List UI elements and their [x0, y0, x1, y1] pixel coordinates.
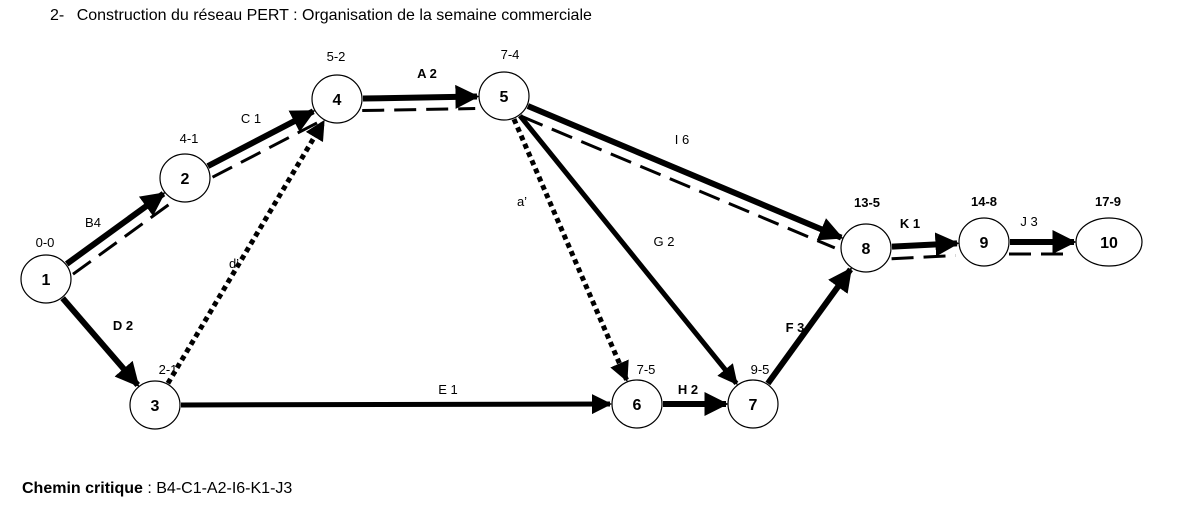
nodes-layer: 1 2 3 4 5 6 7 8 9 10 — [20, 71, 1143, 430]
edge-2-4 — [206, 108, 316, 169]
node-number: 2 — [181, 171, 190, 188]
edge-5-8 — [526, 103, 844, 241]
node-9: 9 — [958, 217, 1010, 267]
node-dates-3: 2-1 — [159, 362, 178, 377]
node-number: 8 — [862, 241, 871, 258]
title-text: Construction du réseau PERT : Organisati… — [76, 7, 592, 24]
node-circle — [1075, 217, 1143, 267]
node-1: 1 — [20, 254, 72, 304]
critical-path-segment-4-5 — [362, 107, 476, 113]
diagram-title: 2- Construction du réseau PERT : Organis… — [50, 7, 592, 25]
node-circle — [159, 153, 211, 203]
node-dates-2: 4-1 — [180, 131, 199, 146]
edges-layer — [60, 84, 1077, 416]
edge-label-3-6: E 1 — [438, 382, 458, 397]
edge-3-6 — [180, 394, 613, 415]
edge-4-5 — [362, 84, 480, 109]
node-2: 2 — [159, 153, 211, 203]
edge-label-1-3: D 2 — [113, 318, 133, 333]
node-dates-1: 0-0 — [36, 235, 55, 250]
node-number: 5 — [500, 89, 509, 106]
critical-path-segment-5-8 — [521, 115, 836, 250]
edge-1-2 — [64, 191, 166, 267]
edge-label-5-6: a’ — [517, 194, 527, 209]
edge-5-6 — [511, 118, 629, 382]
edge-label-3-4: d’ — [229, 256, 239, 271]
edge-label-9-10: J 3 — [1020, 214, 1037, 229]
edge-label-6-7: H 2 — [678, 382, 698, 397]
node-circle — [311, 74, 363, 124]
node-7: 7 — [727, 379, 779, 429]
critical-path-value: B4-C1-A2-I6-K1-J3 — [156, 480, 293, 497]
edge-1-3 — [60, 296, 140, 387]
node-4: 4 — [311, 74, 363, 124]
node-circle — [20, 254, 72, 304]
node-number: 3 — [151, 398, 160, 415]
node-6: 6 — [611, 379, 663, 429]
node-dates-4: 5-2 — [327, 49, 346, 64]
edge-label-2-4: C 1 — [241, 111, 261, 126]
node-circle — [958, 217, 1010, 267]
node-number: 10 — [1100, 235, 1118, 252]
node-dates-7: 9-5 — [751, 362, 770, 377]
node-number: 4 — [333, 92, 342, 109]
node-number: 9 — [980, 235, 989, 252]
critical-path-segment-1-2 — [72, 203, 170, 276]
section-number: 2- — [50, 7, 65, 24]
critical-path-segment-2-4 — [211, 121, 318, 179]
edge-label-5-7: G 2 — [654, 234, 675, 249]
node-8: 8 — [840, 223, 892, 273]
node-number: 1 — [42, 272, 51, 289]
edge-label-4-5: A 2 — [417, 66, 437, 81]
node-circle — [840, 223, 892, 273]
node-number: 6 — [633, 397, 642, 414]
edge-label-7-8: F 3 — [786, 320, 805, 335]
labels-layer: B4 D 2 C 1 d’ E 1 A 2 a’ G 2 I 6 H 2 F 3 K 1 J 3 0-0 4… — [36, 47, 1121, 397]
node-number: 7 — [749, 397, 758, 414]
critical-path-label: Chemin critique — [22, 480, 143, 497]
edge-label-5-8: I 6 — [675, 132, 689, 147]
node-circle — [727, 379, 779, 429]
node-dates-10: 17-9 — [1095, 194, 1121, 209]
node-3: 3 — [129, 380, 181, 430]
edge-8-9 — [891, 232, 960, 257]
pert-network: 1 2 3 4 5 6 7 8 9 10 B4 D 2 C 1 d’ E 1 A 2 a’ G 2 I 6 H 2 F… — [20, 47, 1143, 430]
critical-path-separator: : — [142, 480, 157, 497]
node-circle — [478, 71, 530, 121]
node-10: 10 — [1075, 217, 1143, 267]
node-dates-9: 14-8 — [971, 194, 997, 209]
edge-label-8-9: K 1 — [900, 216, 920, 231]
node-dates-5: 7-4 — [501, 47, 520, 62]
critical-path-layer — [72, 107, 1072, 276]
node-dates-6: 7-5 — [637, 362, 656, 377]
edge-7-8 — [765, 267, 853, 386]
edge-label-1-2: B4 — [85, 215, 101, 230]
edge-3-4 — [165, 119, 326, 385]
node-5: 5 — [478, 71, 530, 121]
critical-path-summary: Chemin critique : B4-C1-A2-I6-K1-J3 — [22, 480, 292, 498]
node-dates-8: 13-5 — [854, 195, 880, 210]
edge-5-7 — [518, 114, 739, 386]
critical-path-segment-8-9 — [891, 253, 956, 261]
node-circle — [129, 380, 181, 430]
node-circle — [611, 379, 663, 429]
